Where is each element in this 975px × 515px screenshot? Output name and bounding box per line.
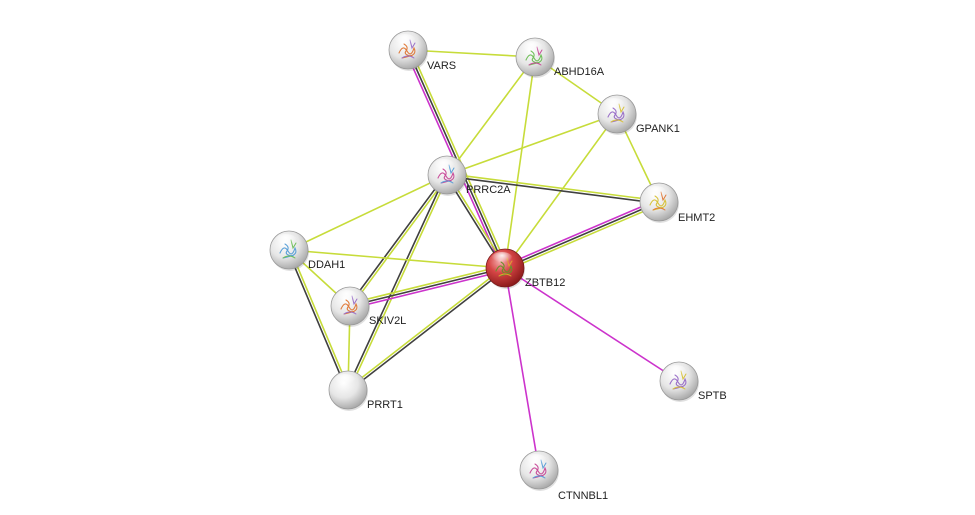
node-abhd16a[interactable]: ABHD16A [515, 37, 605, 78]
node-label-ehmt2: EHMT2 [678, 212, 715, 224]
edge-evidence-experiments [349, 269, 507, 310]
edge-abhd16a-zbtb12[interactable] [504, 56, 536, 269]
edge-evidence-textmining [409, 48, 509, 268]
edge-evidence-textmining [348, 174, 450, 392]
node-label-vars: VARS [427, 60, 456, 72]
edge-evidence-textmining [289, 248, 351, 391]
edge-evidence-coexpression [348, 173, 447, 307]
node-ehmt2[interactable]: EHMT2 [639, 182, 715, 224]
node-highlight [491, 252, 513, 266]
edge-gpank1-prrc2a[interactable] [446, 113, 618, 176]
edge-evidence-textmining [446, 172, 661, 202]
node-gpank1[interactable]: GPANK1 [597, 94, 680, 135]
edge-evidence-textmining [288, 249, 506, 269]
edge-evidence-textmining [348, 264, 506, 305]
edge-evidence-textmining [288, 174, 448, 251]
node-prrt1[interactable]: PRRT1 [328, 370, 403, 411]
edge-evidence-textmining [350, 175, 449, 308]
edge-evidence-textmining [446, 113, 618, 176]
node-ddah1[interactable]: DDAH1 [269, 230, 345, 271]
edge-evidence-textmining [505, 203, 661, 272]
edge-ehmt2-zbtb12[interactable] [503, 198, 661, 272]
edge-evidence-experiments [504, 267, 540, 471]
node-label-gpank1: GPANK1 [636, 123, 680, 135]
edge-evidence-textmining [346, 266, 506, 390]
edge-evidence-coexpression [445, 175, 660, 205]
node-sptb[interactable]: SPTB [659, 361, 727, 402]
node-highlight [275, 234, 297, 248]
edge-evidence-coexpression [345, 173, 447, 391]
edge-evidence-experiments [503, 198, 659, 267]
node-label-skiv2l: SKIV2L [369, 315, 406, 327]
edge-evidence-coexpression [286, 249, 348, 392]
node-highlight [433, 159, 455, 173]
node-label-sptb: SPTB [698, 390, 727, 402]
edge-zbtb12-ctnnbl1[interactable] [504, 267, 540, 471]
node-highlight [665, 365, 687, 379]
node-highlight [334, 374, 356, 388]
edge-prrc2a-skiv2l[interactable] [348, 173, 449, 308]
edge-vars-abhd16a[interactable] [407, 49, 536, 58]
node-vars[interactable]: VARS [388, 30, 456, 72]
edge-evidence-textmining [446, 56, 536, 176]
edge-prrc2a-prrt1[interactable] [345, 173, 450, 392]
node-label-ctnnbl1: CTNNBL1 [558, 490, 608, 502]
node-ctnnbl1[interactable]: CTNNBL1 [519, 450, 608, 502]
edge-evidence-textmining [407, 49, 536, 58]
node-highlight [603, 98, 625, 112]
node-label-ddah1: DDAH1 [308, 259, 345, 271]
node-highlight [336, 290, 358, 304]
edge-evidence-experiments [504, 267, 680, 382]
node-highlight [521, 41, 543, 55]
node-zbtb12[interactable]: ZBTB12 [485, 248, 565, 289]
edge-evidence-coexpression [347, 268, 507, 392]
edge-zbtb12-sptb[interactable] [504, 267, 680, 382]
edge-evidence-textmining [504, 56, 536, 269]
edge-prrc2a-ddah1[interactable] [288, 174, 448, 251]
node-skiv2l[interactable]: SKIV2L [330, 286, 406, 327]
node-label-abhd16a: ABHD16A [554, 66, 605, 78]
node-label-prrt1: PRRT1 [367, 399, 403, 411]
node-highlight [394, 34, 416, 48]
edge-abhd16a-prrc2a[interactable] [446, 56, 536, 176]
edge-ddah1-zbtb12[interactable] [288, 249, 506, 269]
node-prrc2a[interactable]: PRRC2A [427, 155, 511, 196]
edge-prrt1-zbtb12[interactable] [346, 266, 507, 392]
node-highlight [525, 454, 547, 468]
edge-skiv2l-zbtb12[interactable] [348, 264, 507, 310]
node-highlight [645, 186, 667, 200]
edge-ddah1-prrt1[interactable] [286, 248, 351, 392]
node-label-prrc2a: PRRC2A [466, 184, 511, 196]
node-label-zbtb12: ZBTB12 [525, 277, 565, 289]
edge-prrc2a-ehmt2[interactable] [445, 172, 661, 205]
edge-evidence-coexpression [349, 267, 506, 307]
edge-evidence-coexpression [504, 201, 660, 269]
